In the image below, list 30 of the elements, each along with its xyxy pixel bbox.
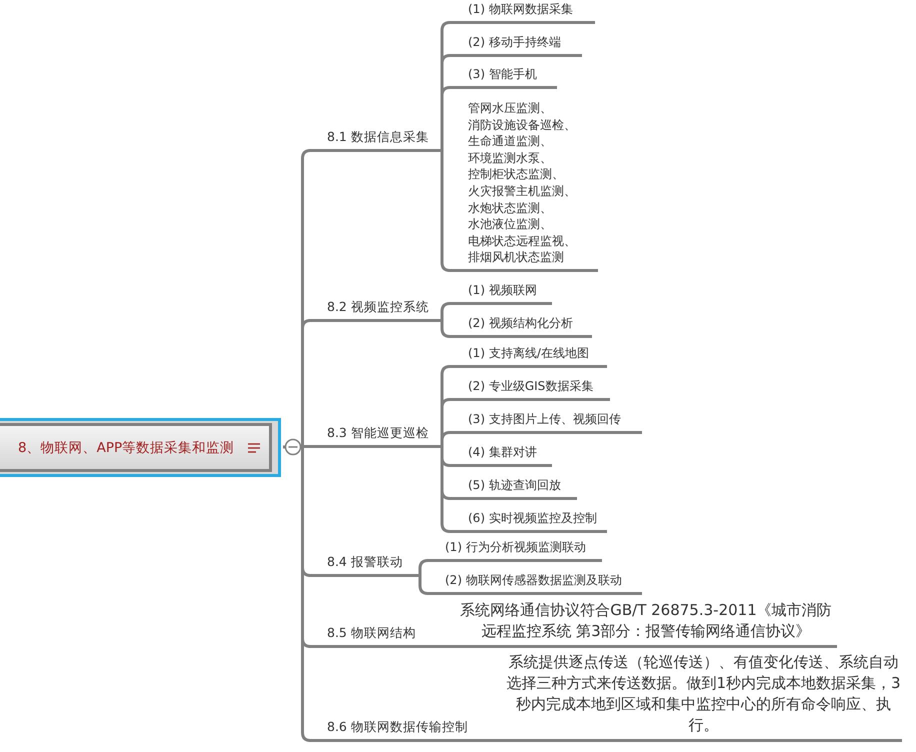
branch-topic: 8.5 物联网结构	[309, 624, 440, 648]
subtopic: (2) 视频结构化分析	[460, 318, 592, 338]
branch-line	[300, 149, 312, 742]
branch-topic: 8.1 数据信息采集	[309, 128, 442, 152]
subtopic: (1) 视频联网	[460, 285, 552, 305]
subtopic: (2) 移动手持终端	[460, 37, 582, 57]
subtopic: (1) 行为分析视频监测联动	[437, 542, 602, 562]
subtopic: 管网水压监测、消防设施设备巡检、生命通道监测、环境监测水泵、控制柜状态监测、火灾报警主机监测、水炮状态监测、水池液位监测、电梯状态远程监视、排烟风机状态监测	[460, 98, 598, 272]
subtopic: (6) 实时视频监控及控制	[460, 513, 607, 533]
branch-line	[418, 559, 438, 595]
branch-topic: 8.4 报警联动	[309, 553, 420, 577]
note-topic: 系统提供逐点传送（轮巡传送）、有值变化传送、系统自动选择三种方式来传送数据。做到1秒内完成本地数据采集，3秒内完成本地到区域和集中监控中心的所有命令响应、执行。	[505, 656, 902, 742]
subtopic: (3) 智能手机	[460, 69, 557, 89]
subtopic: (2) 专业级GIS数据采集	[460, 381, 610, 401]
branch-topic: 8.3 智能巡更巡检	[309, 424, 442, 448]
branch-topic: 8.6 物联网数据传输控制	[309, 718, 480, 742]
branch-line	[440, 302, 462, 338]
branch-line	[440, 365, 462, 533]
branch-line	[438, 645, 455, 648]
subtopic: (3) 支持图片上传、视频回传	[460, 414, 642, 434]
subtopic: (1) 物联网数据采集	[460, 4, 595, 24]
subtopic: (5) 轨迹查询回放	[460, 480, 577, 500]
branch-line	[440, 21, 462, 272]
root-topic-text: 8、物联网、APP等数据采集和监测	[18, 438, 234, 456]
subtopic: (4) 集群对讲	[460, 447, 552, 467]
subtopic: (1) 支持离线/在线地图	[460, 348, 607, 368]
note-topic: 系统网络通信协议符合GB/T 26875.3-2011《城市消防远程监控系统 第3部分：报警传输网络通信协议》	[455, 604, 837, 648]
branch-topic: 8.2 视频监控系统	[309, 298, 442, 322]
branch-line	[478, 739, 505, 742]
subtopic: (2) 物联网传感器数据监测及联动	[437, 575, 642, 595]
